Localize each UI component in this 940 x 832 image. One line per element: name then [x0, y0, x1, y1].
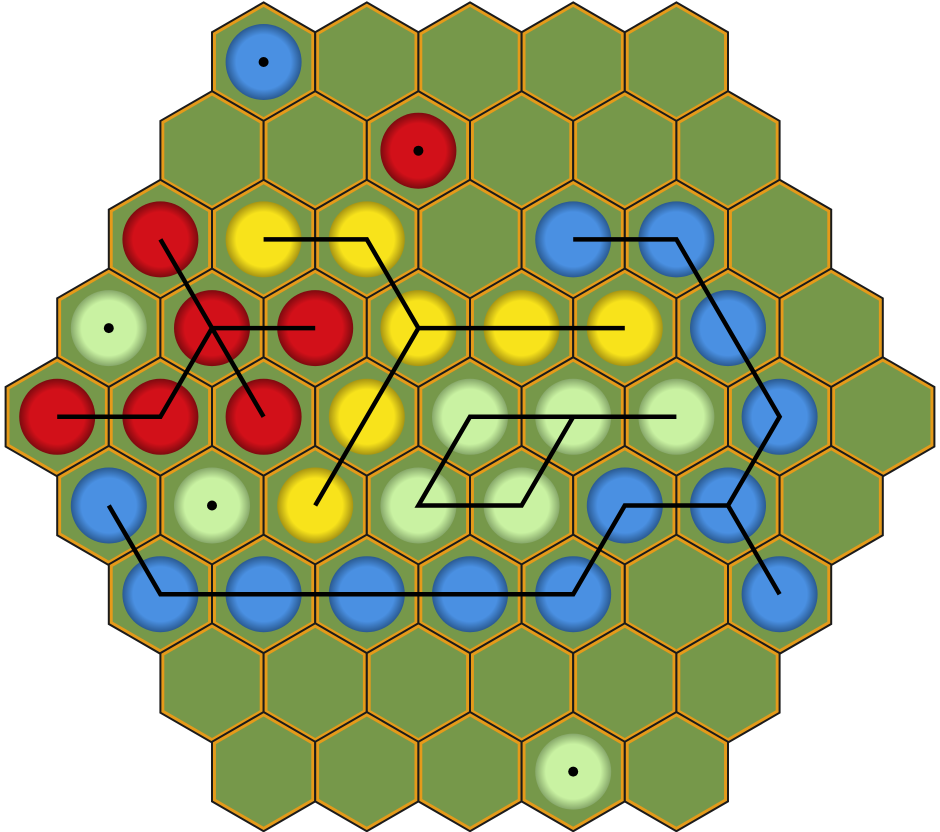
- stone-marker-dot: [568, 766, 579, 777]
- stone-marker-dot: [258, 57, 269, 67]
- hex-cell-r7-c0[interactable]: [159, 622, 265, 744]
- hex-cell-r0-c4[interactable]: [623, 1, 729, 123]
- marker-dots: [103, 57, 579, 777]
- hex-cell-r2-c3[interactable]: [417, 178, 523, 301]
- hex-cell-r8-c4[interactable]: [623, 710, 729, 832]
- hex-cell-r2-c6[interactable]: [727, 178, 833, 301]
- hex-cell-r0-c2[interactable]: [417, 1, 523, 123]
- hex-cell-r8-c0[interactable]: [211, 710, 317, 832]
- hex-cell-r7-c4[interactable]: [572, 622, 678, 744]
- hex-cell-r6-c5[interactable]: [623, 533, 729, 655]
- connection-lines: [57, 237, 783, 597]
- hex-cell-r7-c3[interactable]: [469, 622, 575, 744]
- hex-cell-r1-c5[interactable]: [675, 89, 781, 212]
- yellow-branch: [313, 326, 421, 507]
- red-branch: [57, 325, 316, 420]
- stone-marker-dot: [207, 500, 217, 511]
- hex-cell-r1-c1[interactable]: [262, 89, 368, 212]
- hex-cell-r0-c1[interactable]: [314, 1, 420, 123]
- hex-cell-r1-c0[interactable]: [159, 89, 265, 212]
- yellow-path: [263, 237, 625, 331]
- hex-cell-r0-c3[interactable]: [520, 1, 626, 123]
- hex-cell-r8-c1[interactable]: [314, 710, 420, 832]
- lightgreen-path: [414, 414, 677, 508]
- hex-cell-r4-c8[interactable]: [830, 356, 936, 478]
- hex-cell-r5-c7[interactable]: [778, 444, 884, 567]
- hex-cell-r7-c1[interactable]: [262, 622, 368, 744]
- hex-cell-r3-c7[interactable]: [778, 267, 884, 389]
- stone-marker-dot: [103, 323, 114, 334]
- blue-path-b: [106, 503, 728, 597]
- hex-cell-r7-c5[interactable]: [675, 622, 781, 744]
- blue-path-a: [573, 237, 783, 596]
- hex-cell-r1-c3[interactable]: [469, 89, 575, 212]
- stone-marker-dot: [413, 145, 424, 156]
